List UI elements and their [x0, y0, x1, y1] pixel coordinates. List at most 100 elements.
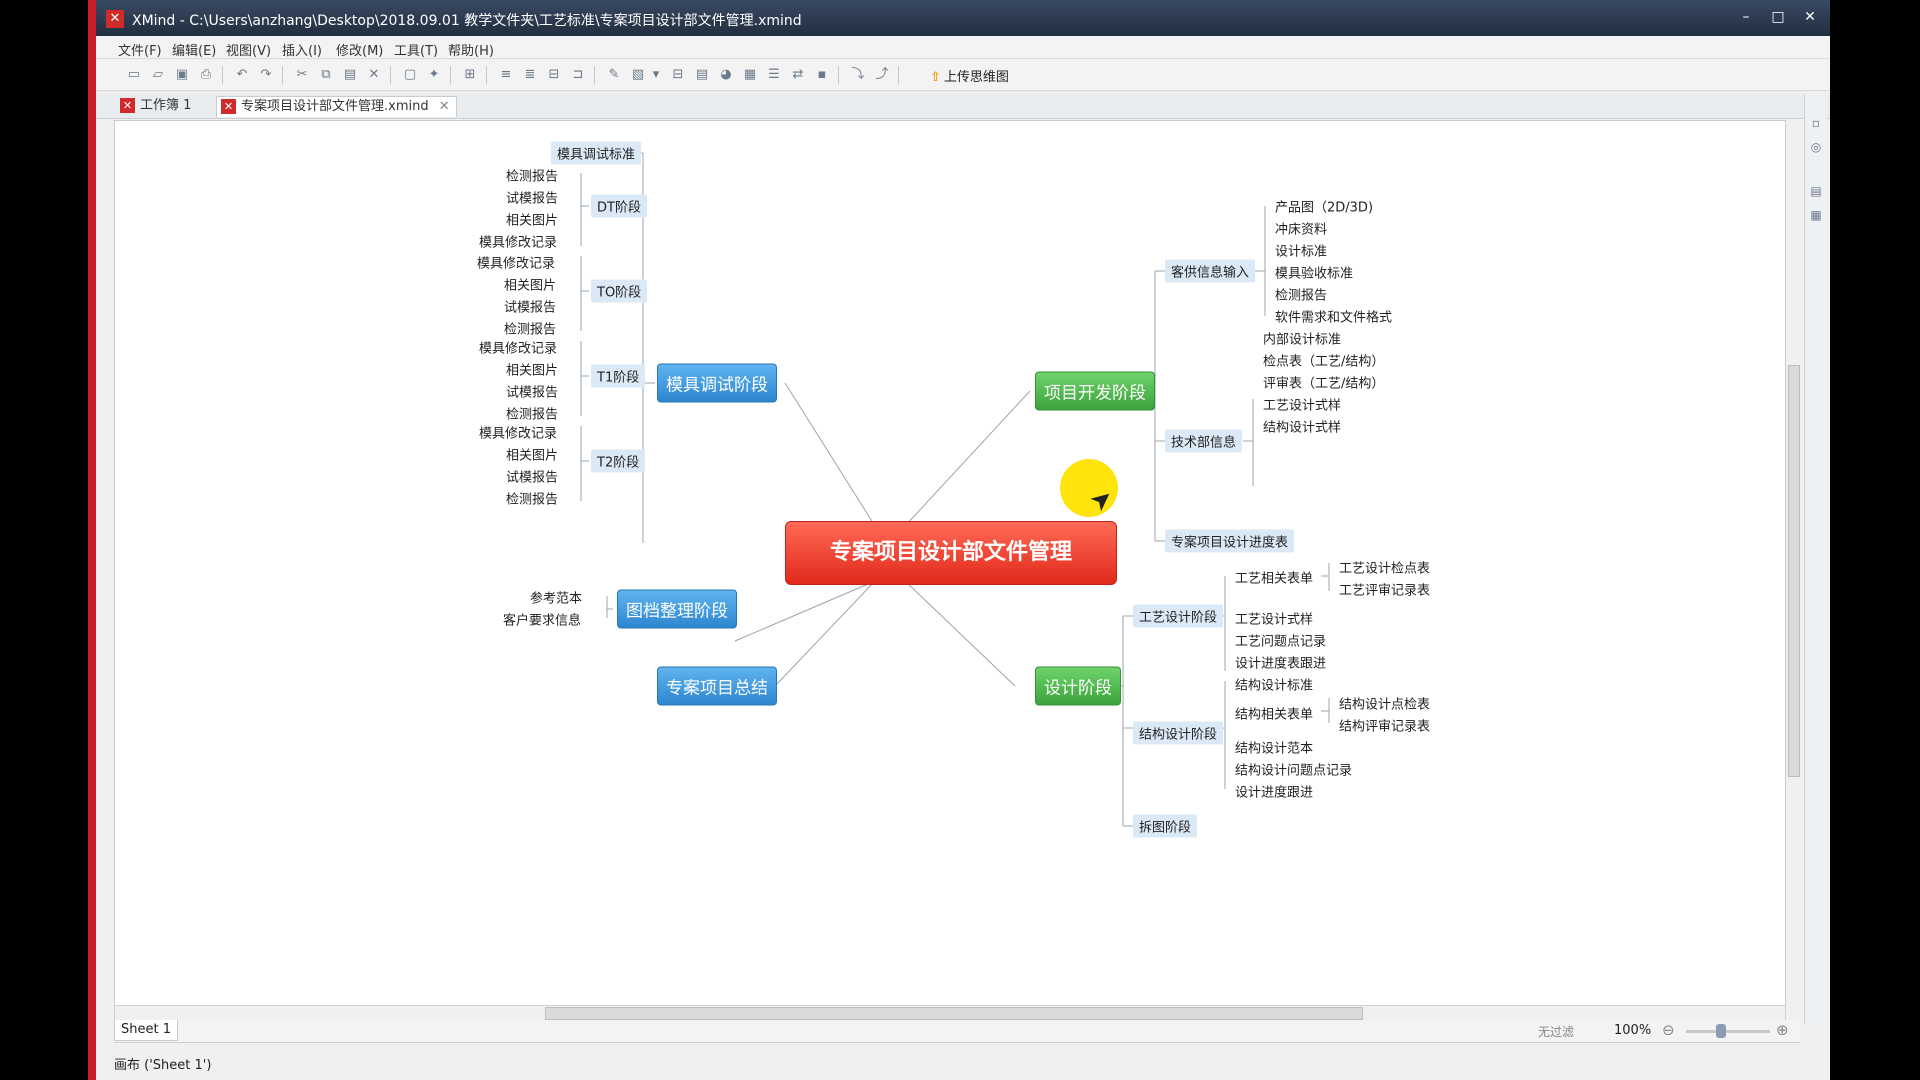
- leaf-customer-item[interactable]: 软件需求和文件格式: [1275, 310, 1393, 326]
- leaf-to-item[interactable]: 检测报告: [504, 322, 557, 338]
- topic-design-stage[interactable]: 设计阶段: [1035, 666, 1121, 706]
- minimize-button[interactable]: –: [1742, 9, 1750, 25]
- subtopic-mold-debug-standard[interactable]: 模具调试标准: [551, 141, 642, 165]
- leaf-structure-item[interactable]: 设计进度跟进: [1235, 785, 1314, 801]
- leaf-customer-item[interactable]: 检测报告: [1275, 288, 1328, 304]
- drill-down-icon[interactable]: ⤵: [851, 67, 865, 82]
- subtopic-split-drawing[interactable]: 拆图阶段: [1133, 814, 1198, 838]
- outline-icon[interactable]: ◎: [1810, 140, 1822, 154]
- subtopic-project-schedule[interactable]: 专案项目设计进度表: [1165, 529, 1295, 553]
- copy-icon[interactable]: ⧉: [321, 67, 331, 82]
- leaf-structure-item[interactable]: 结构设计范本: [1235, 741, 1314, 757]
- chevron-down-icon[interactable]: ▾: [652, 67, 660, 82]
- upload-mindmap-button[interactable]: ⇧上传思维图: [930, 66, 1009, 85]
- menu-help[interactable]: 帮助(H): [448, 44, 494, 59]
- tab-close-icon[interactable]: ✕: [438, 99, 450, 114]
- topic-project-summary[interactable]: 专案项目总结: [657, 666, 777, 706]
- leaf-structure-forms[interactable]: 结构相关表单: [1235, 707, 1314, 723]
- leaf-process-item[interactable]: 工艺问题点记录: [1235, 634, 1327, 650]
- subtopic-icon[interactable]: ≡: [500, 67, 512, 82]
- leaf-structure-form-item[interactable]: 结构评审记录表: [1339, 719, 1431, 735]
- summary-icon[interactable]: ⊐: [572, 67, 584, 82]
- mindmap-canvas[interactable]: 专案项目设计部文件管理 模具调试阶段 模具调试标准 DT阶段 检测报告 试模报告…: [114, 120, 1786, 1007]
- topic-mold-debug-stage[interactable]: 模具调试阶段: [657, 363, 777, 403]
- horizontal-scrollbar[interactable]: [114, 1005, 1786, 1021]
- zoom-out-icon[interactable]: ⊖: [1662, 1021, 1675, 1039]
- floating-topic-icon[interactable]: ≣: [524, 67, 536, 82]
- vertical-scrollbar[interactable]: [1786, 120, 1800, 1005]
- tab-workbook-1[interactable]: ✕ 工作簿 1: [116, 96, 197, 116]
- sheet-tab[interactable]: Sheet 1: [114, 1020, 178, 1041]
- leaf-dt-item[interactable]: 模具修改记录: [479, 235, 558, 251]
- leaf-customer-item[interactable]: 设计标准: [1275, 244, 1328, 260]
- subtopic-process-design[interactable]: 工艺设计阶段: [1133, 604, 1224, 628]
- delete-icon[interactable]: ✕: [368, 67, 380, 82]
- leaf-to-item[interactable]: 模具修改记录: [477, 256, 556, 272]
- subtopic-tech-info[interactable]: 技术部信息: [1165, 429, 1243, 453]
- leaf-archive-item[interactable]: 客户要求信息: [503, 613, 582, 629]
- leaf-process-item[interactable]: 设计进度表跟进: [1235, 656, 1327, 672]
- leaf-tech-item[interactable]: 评审表（工艺/结构）: [1263, 376, 1385, 392]
- leaf-process-form-item[interactable]: 工艺设计检点表: [1339, 561, 1431, 577]
- leaf-archive-item[interactable]: 参考范本: [530, 591, 583, 607]
- marker-icon[interactable]: ◕: [720, 67, 732, 82]
- list-icon[interactable]: ☰: [768, 67, 780, 82]
- title-bar[interactable]: ✕ XMind - C:\Users\anzhang\Desktop\2018.…: [96, 0, 1830, 40]
- leaf-structure-form-item[interactable]: 结构设计点检表: [1339, 697, 1431, 713]
- leaf-customer-item[interactable]: 冲床资料: [1275, 222, 1328, 238]
- pen-icon[interactable]: ✎: [608, 67, 620, 82]
- maximize-button[interactable]: □: [1771, 9, 1785, 25]
- leaf-process-form-item[interactable]: 工艺评审记录表: [1339, 583, 1431, 599]
- properties-icon[interactable]: ▤: [1810, 184, 1822, 198]
- save-icon[interactable]: ▣: [175, 67, 189, 82]
- menu-modify[interactable]: 修改(M): [336, 44, 384, 59]
- panel-toggle-icon[interactable]: ▫: [1811, 116, 1821, 130]
- label-icon[interactable]: ▦: [743, 67, 757, 82]
- print-icon[interactable]: ⎙: [200, 67, 212, 82]
- structure-icon[interactable]: ⊞: [464, 67, 476, 82]
- leaf-dt-item[interactable]: 相关图片: [506, 213, 559, 229]
- leaf-tech-item[interactable]: 检点表（工艺/结构）: [1263, 354, 1385, 370]
- close-button[interactable]: ✕: [1804, 9, 1816, 25]
- subtopic-customer-input[interactable]: 客供信息输入: [1165, 259, 1256, 283]
- leaf-t1-item[interactable]: 检测报告: [506, 407, 559, 423]
- leaf-customer-item[interactable]: 模具验收标准: [1275, 266, 1354, 282]
- paste-icon[interactable]: ▤: [343, 67, 357, 82]
- cut-icon[interactable]: ✂: [296, 67, 308, 82]
- subtopic-dt-stage[interactable]: DT阶段: [591, 194, 647, 218]
- subtopic-to-stage[interactable]: TO阶段: [591, 279, 648, 303]
- leaf-dt-item[interactable]: 试模报告: [506, 191, 559, 207]
- menu-insert[interactable]: 插入(I): [282, 44, 322, 59]
- leaf-to-item[interactable]: 相关图片: [504, 278, 557, 294]
- leaf-t1-item[interactable]: 模具修改记录: [479, 341, 558, 357]
- topic-project-dev-stage[interactable]: 项目开发阶段: [1035, 371, 1155, 411]
- subtopic-t1-stage[interactable]: T1阶段: [591, 364, 646, 388]
- leaf-customer-item[interactable]: 产品图（2D/3D): [1275, 200, 1374, 216]
- leaf-dt-item[interactable]: 检测报告: [506, 169, 559, 185]
- leaf-tech-item[interactable]: 内部设计标准: [1263, 332, 1342, 348]
- tab-mindmap-file[interactable]: ✕ 专案项目设计部文件管理.xmind ✕: [216, 96, 457, 117]
- leaf-t1-item[interactable]: 试模报告: [506, 385, 559, 401]
- leaf-tech-item[interactable]: 工艺设计式样: [1263, 398, 1342, 414]
- topic-archive-stage[interactable]: 图档整理阶段: [617, 589, 737, 629]
- leaf-t2-item[interactable]: 检测报告: [506, 492, 559, 508]
- overview-icon[interactable]: ▦: [1810, 208, 1822, 222]
- leaf-structure-item[interactable]: 结构设计问题点记录: [1235, 763, 1353, 779]
- note-icon[interactable]: ▤: [695, 67, 709, 82]
- zoom-slider-handle[interactable]: [1716, 1024, 1726, 1038]
- central-topic[interactable]: 专案项目设计部文件管理: [785, 521, 1117, 585]
- new-file-icon[interactable]: ▭: [127, 67, 141, 82]
- image-icon[interactable]: ▧: [631, 67, 645, 82]
- menu-tools[interactable]: 工具(T): [394, 44, 439, 59]
- menu-view[interactable]: 视图(V): [226, 44, 272, 59]
- drill-up-icon[interactable]: ⤴: [875, 67, 889, 82]
- filter-status[interactable]: 无过滤: [1538, 1025, 1575, 1039]
- leaf-t2-item[interactable]: 试模报告: [506, 470, 559, 486]
- zoom-slider-track[interactable]: [1686, 1030, 1770, 1033]
- leaf-t2-item[interactable]: 模具修改记录: [479, 426, 558, 442]
- menu-edit[interactable]: 编辑(E): [172, 44, 217, 59]
- relationship-icon[interactable]: ⊟: [672, 67, 684, 82]
- zoom-in-icon[interactable]: ⊕: [1776, 1021, 1789, 1039]
- leaf-tech-item[interactable]: 结构设计式样: [1263, 420, 1342, 436]
- open-folder-icon[interactable]: ▱: [153, 67, 163, 82]
